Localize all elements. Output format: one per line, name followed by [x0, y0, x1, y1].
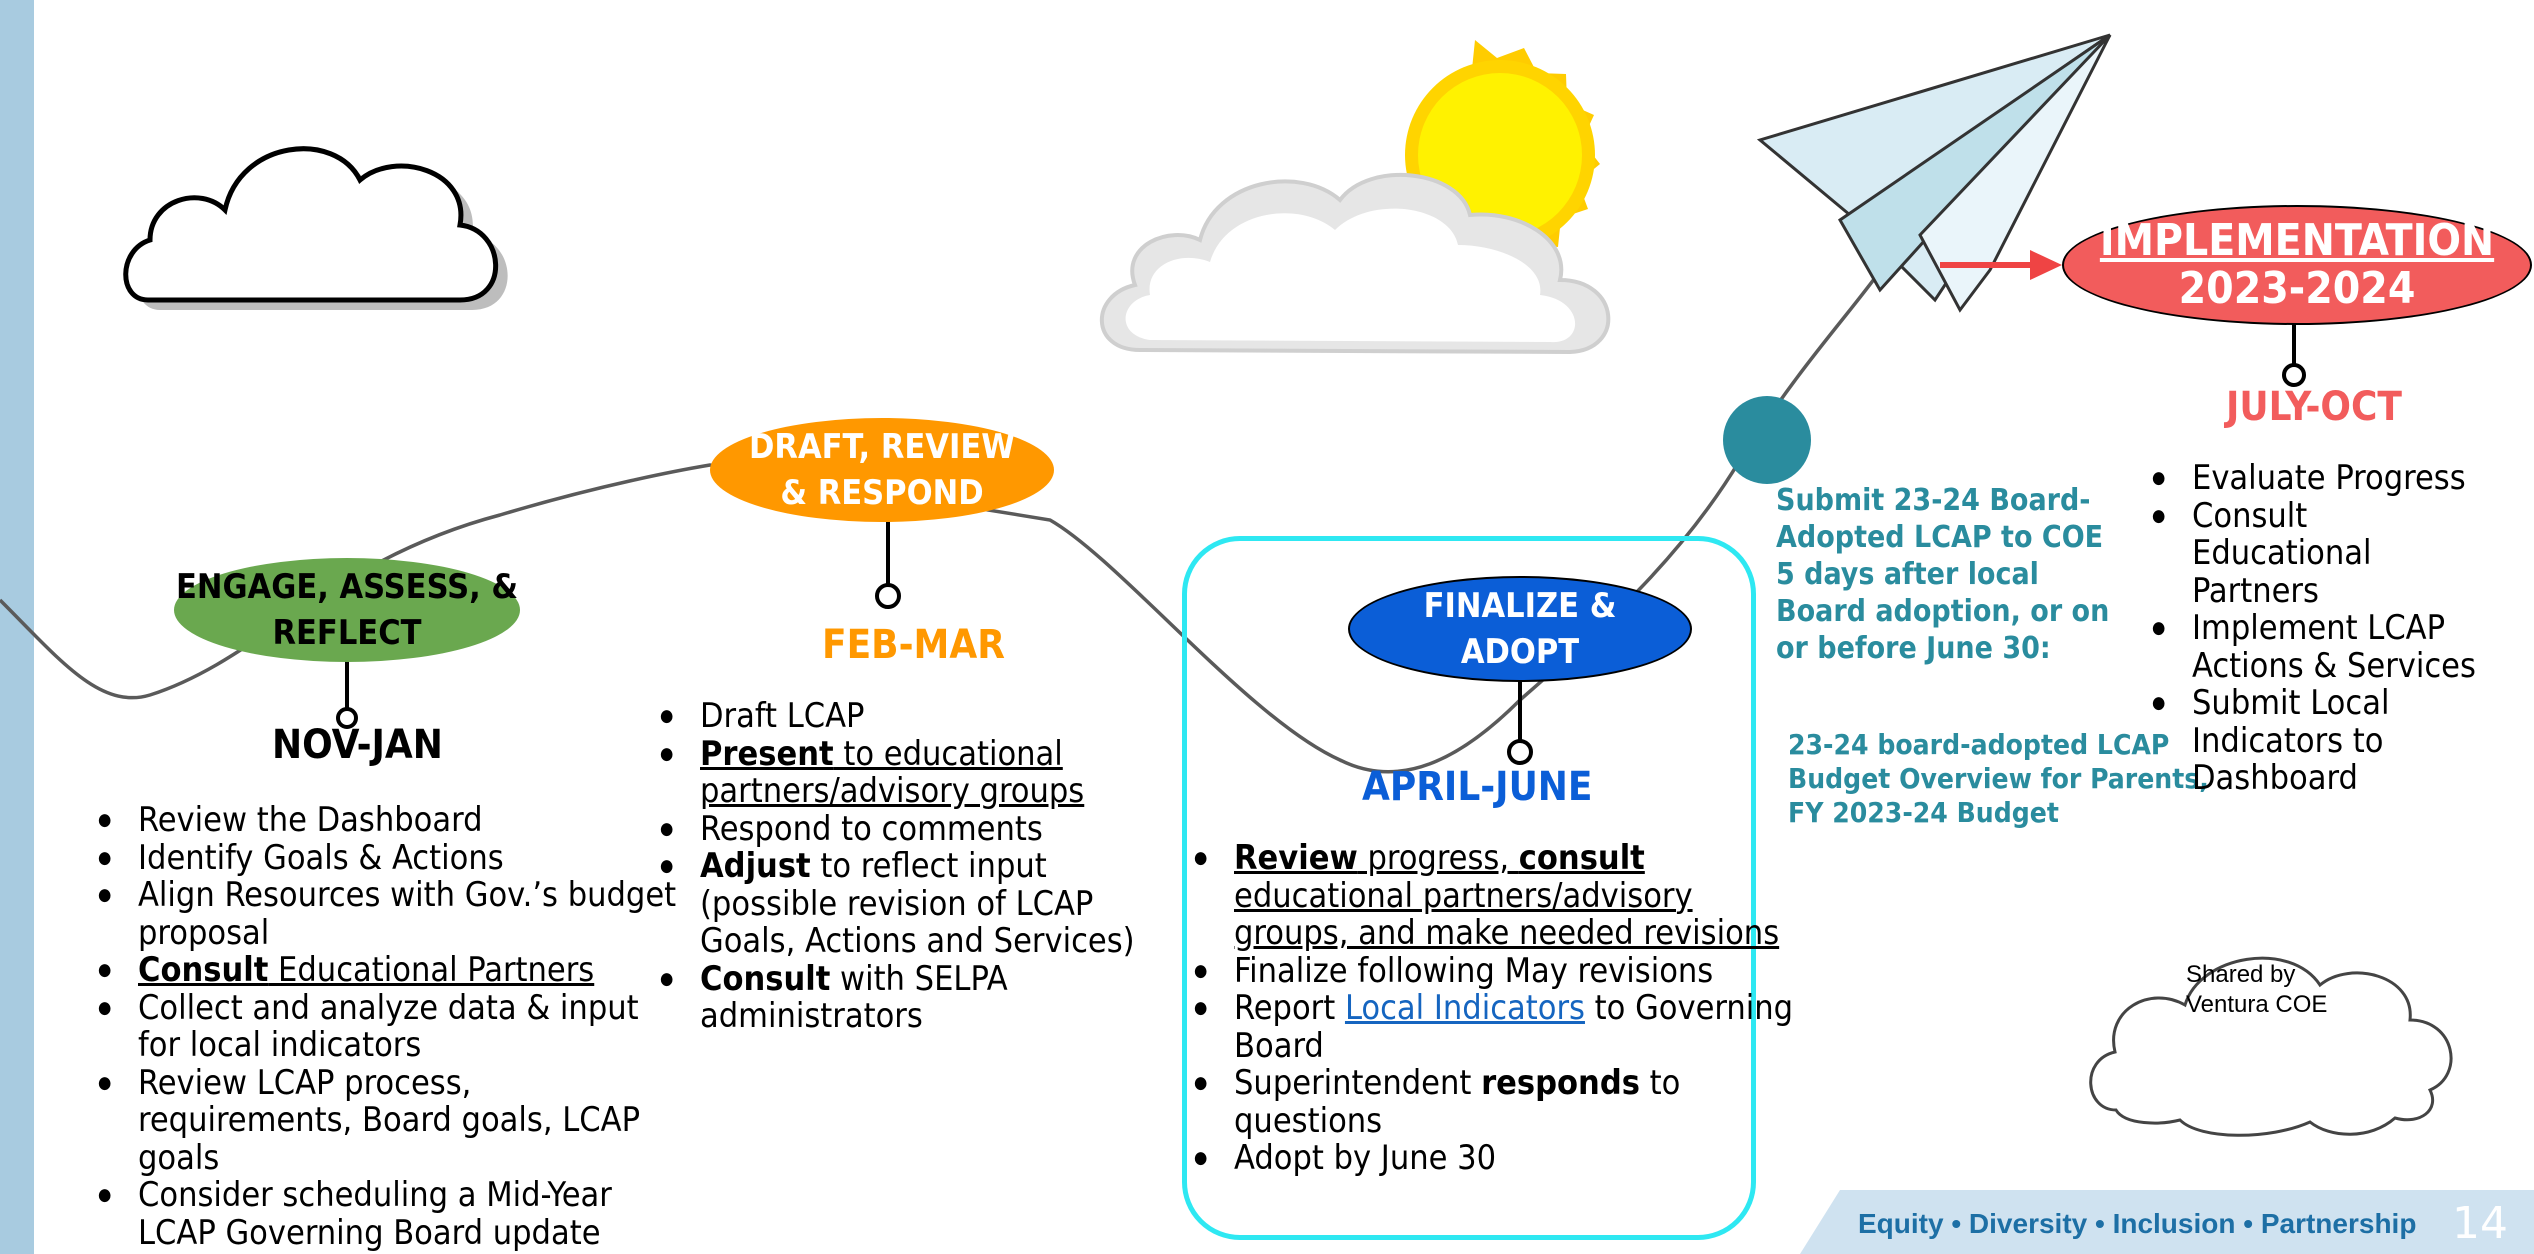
- budget-line: 23-24 board-adopted LCAP: [1788, 728, 2170, 761]
- list-item: Identify Goals & Actions: [98, 839, 678, 878]
- phase-implementation-line1: IMPLEMENTATION: [2099, 215, 2495, 266]
- phase-engage: ENGAGE, ASSESS, & REFLECT: [174, 558, 520, 662]
- present-bold: Present: [700, 733, 834, 774]
- review-text: progress,: [1357, 838, 1519, 878]
- period-feb-mar: FEB-MAR: [822, 622, 1005, 668]
- draft-list: Draft LCAP Present to educational partne…: [658, 697, 1180, 1036]
- phase-draft-line1: DRAFT, REVIEW: [749, 427, 1015, 467]
- implementation-list: Evaluate Progress Consult Educational Pa…: [2150, 459, 2492, 798]
- list-item: Consult Educational Partners: [2152, 497, 2492, 611]
- budget-line: FY 2023-24 Budget: [1788, 796, 2059, 829]
- list-item: Review the Dashboard: [98, 801, 678, 840]
- superintendent-post: to questions: [1234, 1063, 1681, 1141]
- responds-bold: responds: [1481, 1063, 1640, 1103]
- list-item: Report Local Indicators to Governing Boa…: [1194, 988, 1794, 1066]
- phase-finalize-line1: FINALIZE &: [1423, 586, 1617, 626]
- consult-bold: Consult: [138, 950, 269, 990]
- phase-engage-line2: REFLECT: [272, 613, 422, 653]
- list-item: Adjust to reflect input (possible revisi…: [660, 846, 1180, 961]
- local-indicators-link[interactable]: Local Indicators: [1344, 988, 1585, 1028]
- period-nov-jan: NOV-JAN: [272, 722, 443, 768]
- list-item: Consider scheduling a Mid-Year LCAP Gove…: [98, 1176, 678, 1252]
- present-rest: to educational partners/advisory groups: [700, 733, 1085, 811]
- draft-pin: [875, 520, 901, 609]
- finalize-pin: [1507, 680, 1533, 765]
- list-item: Adopt by June 30: [1194, 1139, 1794, 1178]
- finalize-list: Review progress, consult educational par…: [1192, 838, 1794, 1178]
- consult-selpa-bold: Consult: [700, 958, 831, 999]
- footer-bar: [1800, 1190, 2534, 1254]
- submit-line: Board adoption, or on: [1776, 594, 2110, 629]
- superintendent-pre: Superintendent: [1234, 1063, 1482, 1103]
- list-item: Align Resources with Gov.’s budget propo…: [98, 876, 678, 952]
- shared-by-label: Shared by Ventura COE: [2186, 960, 2327, 1020]
- list-item: Implement LCAP Actions & Services: [2152, 609, 2492, 685]
- submit-line: Adopted LCAP to COE: [1776, 520, 2104, 555]
- report-pre: Report: [1234, 988, 1345, 1028]
- consult-selpa-rest: with SELPA administrators: [700, 958, 1008, 1036]
- phase-draft: DRAFT, REVIEW & RESPOND: [710, 418, 1054, 522]
- phase-engage-line1: ENGAGE, ASSESS, &: [175, 567, 519, 607]
- review-bold: Review: [1234, 838, 1358, 878]
- list-item: Review LCAP process, requirements, Board…: [98, 1064, 678, 1178]
- list-item: Collect and analyze data & input for loc…: [98, 989, 678, 1065]
- cloud-icon: [123, 146, 508, 310]
- list-item: Finalize following May revisions: [1194, 952, 1794, 991]
- list-item: Respond to comments: [660, 810, 1180, 849]
- period-july-oct: JULY-OCT: [2226, 384, 2402, 430]
- implementation-pin: [2282, 322, 2306, 387]
- list-item: Consult with SELPA administrators: [660, 958, 1180, 1036]
- list-item: Review progress, consult educational par…: [1194, 838, 1794, 953]
- arrow-icon: [1940, 250, 2062, 280]
- list-item: Draft LCAP: [660, 697, 1180, 736]
- page-number: 14: [2452, 1198, 2508, 1249]
- timeline-dot: [1723, 396, 1811, 484]
- cloud-icon: [2089, 956, 2453, 1137]
- cloud-icon: [1099, 172, 1611, 355]
- list-item: Present to educational partners/advisory…: [660, 733, 1180, 811]
- submit-line: Submit 23-24 Board-: [1776, 483, 2091, 518]
- phase-draft-line2: & RESPOND: [780, 473, 984, 513]
- footer-tagline: Equity • Diversity • Inclusion • Partner…: [1858, 1208, 2417, 1239]
- list-item: Evaluate Progress: [2152, 459, 2492, 498]
- engage-list: Review the Dashboard Identify Goals & Ac…: [96, 801, 678, 1252]
- consult-rest: Educational Partners: [268, 950, 595, 990]
- shared-line1: Shared by: [2186, 961, 2296, 988]
- phase-implementation-line2: 2023-2024: [2178, 263, 2416, 314]
- consult-text: educational partners/advisory groups, an…: [1234, 875, 1780, 953]
- submit-line: or before June 30:: [1776, 631, 2051, 666]
- submit-instructions: Submit 23-24 Board- Adopted LCAP to COE …: [1776, 482, 2109, 667]
- adjust-rest: to reflect input (possible revision of L…: [700, 846, 1135, 961]
- engage-pin: [336, 660, 358, 729]
- adjust-bold: Adjust: [700, 846, 811, 886]
- phase-finalize: FINALIZE & ADOPT: [1348, 576, 1692, 682]
- list-item: Superintendent responds to questions: [1194, 1063, 1794, 1141]
- phase-implementation: IMPLEMENTATION 2023-2024: [2062, 205, 2532, 325]
- budget-line: Budget Overview for Parents,: [1788, 762, 2209, 795]
- budget-overview: 23-24 board-adopted LCAP Budget Overview…: [1788, 728, 2209, 830]
- list-item: Consult Educational Partners: [98, 950, 678, 990]
- shared-line2: Ventura COE: [2186, 991, 2328, 1018]
- list-item: Submit Local Indicators to Dashboard: [2152, 684, 2492, 798]
- submit-line: 5 days after local: [1776, 557, 2039, 592]
- report-post: to Governing Board: [1234, 988, 1794, 1066]
- phase-finalize-line2: ADOPT: [1460, 632, 1580, 672]
- period-april-june: APRIL-JUNE: [1362, 764, 1593, 810]
- consult-bold: consult: [1518, 838, 1645, 878]
- paper-plane-icon: [1756, 33, 2112, 313]
